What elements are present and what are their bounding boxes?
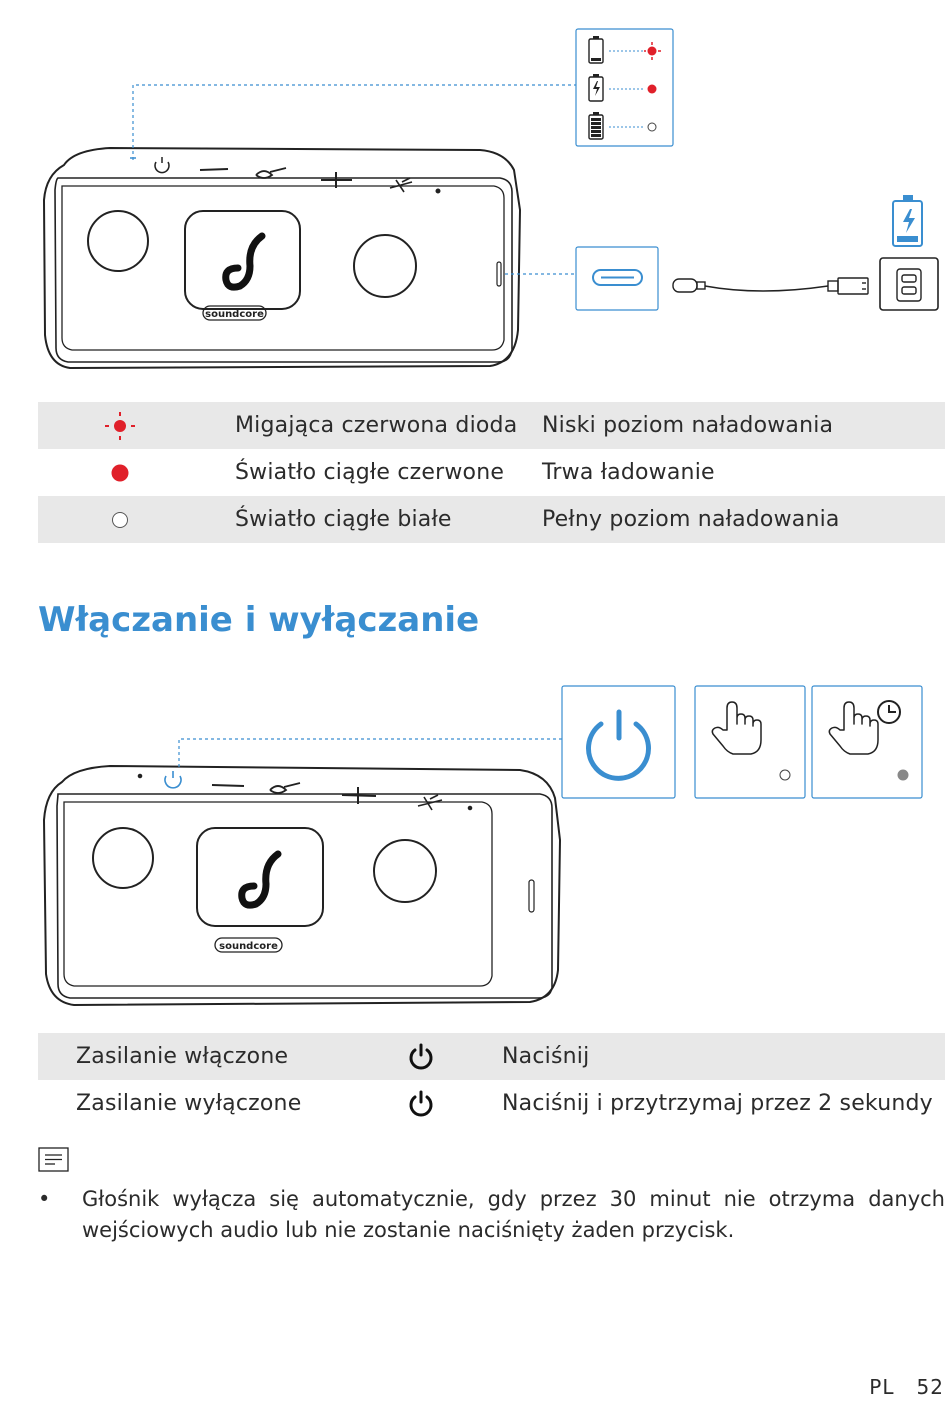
power-icon xyxy=(409,1043,433,1070)
power-action: Naciśnij i przytrzymaj przez 2 sekundy xyxy=(502,1091,933,1116)
speaker-drawing xyxy=(42,146,522,370)
note-text: Głośnik wyłącza się automatycznie, gdy p… xyxy=(82,1187,945,1242)
status-description: Niski poziom naładowania xyxy=(542,413,834,438)
battery-charging-icon xyxy=(588,74,604,102)
table-row: Migająca czerwona dioda Niski poziom nał… xyxy=(38,402,945,449)
power-icon-callout xyxy=(561,685,676,799)
hand-press-icon xyxy=(711,701,762,755)
power-state: Zasilanie wyłączone xyxy=(76,1091,302,1116)
battery-low-icon xyxy=(588,36,604,64)
light-description: Światło ciągłe białe xyxy=(235,507,452,532)
bullet: • xyxy=(38,1187,51,1211)
press-gesture-callout xyxy=(694,685,806,799)
press-hold-gesture-callout xyxy=(811,685,923,799)
white-solid-led-icon xyxy=(112,512,128,528)
svg-text:soundcore: soundcore xyxy=(219,941,278,952)
red-blinking-led-icon xyxy=(644,42,661,60)
soundcore-logo: soundcore xyxy=(202,232,267,321)
power-illustration: soundcore xyxy=(42,685,923,1007)
section-heading: Włączanie i wyłączanie xyxy=(38,600,480,640)
status-description: Pełny poziom naładowania xyxy=(542,507,840,532)
table-row: Światło ciągłe białe Pełny poziom nałado… xyxy=(38,496,945,543)
power-button-highlight xyxy=(164,771,182,789)
table-row: Zasilanie włączone Naciśnij xyxy=(38,1033,945,1080)
page-number: PL 52 xyxy=(869,1375,944,1399)
hand-press-icon xyxy=(828,701,879,755)
usb-c-port-callout xyxy=(575,246,659,311)
power-state: Zasilanie włączone xyxy=(76,1044,289,1069)
clock-icon xyxy=(877,700,901,724)
battery-full-icon xyxy=(588,112,604,140)
table-row: Światło ciągłe czerwone Trwa ładowanie xyxy=(38,449,945,496)
table-row: Zasilanie wyłączone Naciśnij i przytrzym… xyxy=(38,1080,945,1127)
battery-status-legend xyxy=(575,28,674,147)
red-blinking-led-icon xyxy=(105,412,135,440)
battery-charging-large-icon xyxy=(892,195,923,247)
speaker-drawing xyxy=(42,764,562,1007)
wall-charger-icon xyxy=(879,257,939,311)
power-action: Naciśnij xyxy=(502,1044,590,1069)
soundcore-logo: soundcore xyxy=(214,850,283,953)
charging-illustration: soundcore xyxy=(42,28,939,370)
light-description: Migająca czerwona dioda xyxy=(235,413,518,438)
power-icon xyxy=(409,1090,433,1117)
light-description: Światło ciągłe czerwone xyxy=(235,460,505,485)
status-description: Trwa ładowanie xyxy=(542,460,715,485)
red-solid-led-icon xyxy=(111,464,129,482)
svg-text:soundcore: soundcore xyxy=(205,309,264,320)
note-icon xyxy=(38,1147,69,1172)
usb-cable-icon xyxy=(672,277,869,295)
